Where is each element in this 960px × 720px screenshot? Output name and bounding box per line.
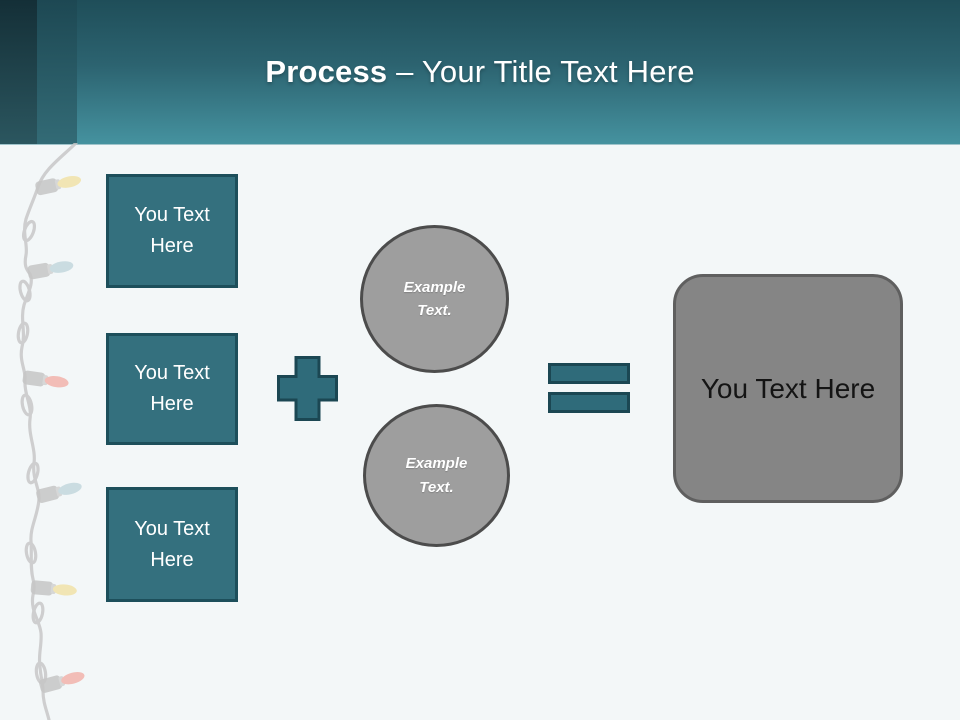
input-box-3: You Text Here — [106, 487, 238, 602]
light-wire — [16, 143, 78, 720]
light-bulb-icon — [36, 482, 82, 503]
example-circle-1: Example Text. — [360, 225, 509, 373]
result-box: You Text Here — [673, 274, 903, 503]
input-box-2-label: You Text Here — [134, 362, 210, 415]
equals-icon — [548, 363, 630, 384]
equals-icon — [548, 392, 630, 413]
light-bulb-icon — [22, 370, 69, 388]
light-bulb-icon — [30, 580, 77, 596]
example-circle-2-label: Example Text. — [405, 455, 468, 496]
page-title-keyword: Process — [265, 54, 388, 89]
page-title-subtitle: – Your Title Text Here — [387, 54, 695, 89]
light-bulb-icon — [27, 261, 74, 280]
example-circle-2: Example Text. — [363, 404, 510, 547]
header-accent-stripe-medium — [37, 0, 77, 144]
header-accent-stripe-dark — [0, 0, 37, 144]
input-box-1-label: You Text Here — [134, 204, 210, 257]
string-lights-decoration — [16, 143, 85, 720]
result-box-label: You Text Here — [700, 372, 876, 404]
input-box-2: You Text Here — [106, 333, 238, 445]
light-bulb-icon — [39, 672, 85, 693]
page-title: Process – Your Title Text Here — [265, 54, 694, 90]
plus-icon — [277, 356, 338, 421]
input-box-3-label: You Text Here — [134, 517, 210, 571]
title-bar: Process – Your Title Text Here — [0, 0, 960, 145]
light-bulb-icon — [35, 176, 82, 196]
example-circle-1-label: Example Text. — [403, 278, 466, 319]
input-box-1: You Text Here — [106, 174, 238, 288]
